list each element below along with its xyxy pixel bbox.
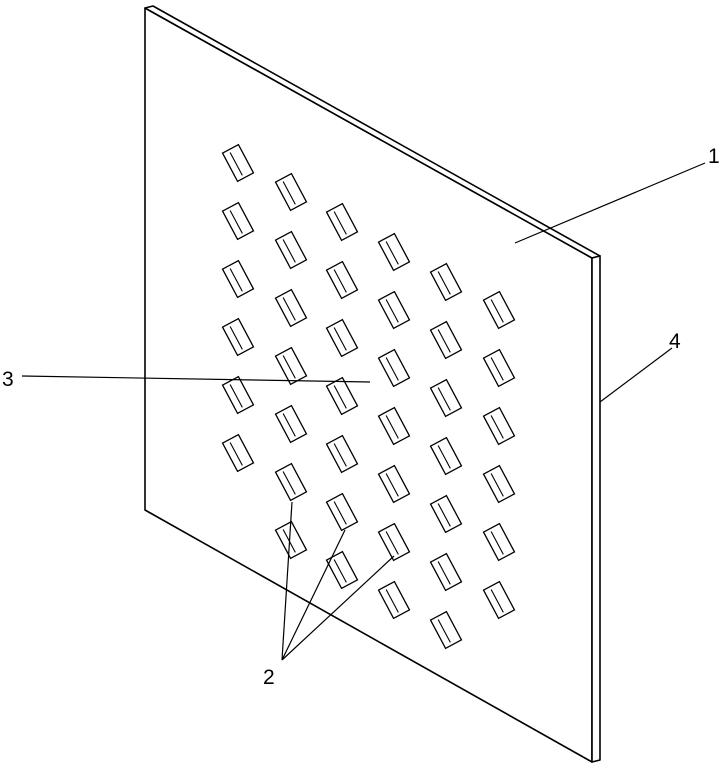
slot	[429, 320, 463, 360]
slot-groove	[333, 269, 347, 293]
slot-groove	[333, 443, 347, 467]
slot	[274, 462, 308, 502]
slot-groove	[229, 268, 243, 292]
label-edge: 4	[669, 330, 681, 353]
slot	[325, 550, 359, 590]
slot-groove	[385, 299, 399, 323]
slot	[221, 143, 255, 183]
slot	[274, 172, 308, 212]
slot-groove	[229, 152, 243, 176]
slot	[482, 464, 516, 504]
slot-groove	[385, 589, 399, 613]
slot	[377, 290, 411, 330]
slot	[274, 288, 308, 328]
slot-groove	[437, 271, 451, 295]
plate-side-edge	[591, 255, 601, 763]
slot	[377, 406, 411, 446]
slot-groove	[282, 239, 296, 263]
slot	[221, 259, 255, 299]
slot	[482, 406, 516, 446]
slot	[429, 552, 463, 592]
slot	[221, 201, 255, 241]
slot-groove	[437, 387, 451, 411]
slot	[377, 464, 411, 504]
leader-line-1	[514, 162, 706, 244]
slot-groove	[229, 326, 243, 350]
slot	[482, 522, 516, 562]
slot	[221, 375, 255, 415]
slot-groove	[333, 501, 347, 525]
slot	[274, 346, 308, 386]
label-surface: 3	[2, 368, 14, 391]
slot	[482, 348, 516, 388]
slot-groove	[437, 329, 451, 353]
slot-groove	[385, 357, 399, 381]
slot	[325, 260, 359, 300]
slot-groove	[437, 445, 451, 469]
slot	[274, 404, 308, 444]
slot-groove	[490, 415, 504, 439]
slot-groove	[282, 471, 296, 495]
leader-line-3	[21, 375, 371, 383]
slot-groove	[490, 473, 504, 497]
slot	[482, 290, 516, 330]
slot-groove	[437, 561, 451, 585]
slot	[429, 610, 463, 650]
slot-groove	[385, 241, 399, 265]
leader-line-2c	[281, 555, 395, 661]
slot-groove	[437, 619, 451, 643]
slot-groove	[385, 473, 399, 497]
slot-groove	[490, 531, 504, 555]
slot	[325, 492, 359, 532]
slot-groove	[282, 297, 296, 321]
slot-groove	[333, 211, 347, 235]
slot-groove	[229, 210, 243, 234]
slot-groove	[229, 442, 243, 466]
slot-groove	[490, 299, 504, 323]
slot-array	[221, 143, 516, 650]
slot-groove	[229, 384, 243, 408]
label-slots: 2	[263, 666, 275, 689]
slot-groove	[385, 531, 399, 555]
slot-groove	[282, 355, 296, 379]
slot	[377, 580, 411, 620]
slot	[377, 232, 411, 272]
slot-groove	[490, 589, 504, 613]
slot	[377, 522, 411, 562]
slot	[482, 580, 516, 620]
slot	[221, 317, 255, 357]
slot-groove	[385, 415, 399, 439]
slot	[274, 230, 308, 270]
slot-groove	[437, 503, 451, 527]
leader-line-2b	[281, 529, 346, 661]
leader-line-2a	[281, 501, 293, 661]
slot	[429, 262, 463, 302]
slot	[325, 202, 359, 242]
slot	[325, 318, 359, 358]
slot	[325, 434, 359, 474]
slot-groove	[490, 357, 504, 381]
leader-line-4	[599, 347, 673, 403]
slot	[429, 494, 463, 534]
slot-groove	[282, 181, 296, 205]
label-plate: 1	[708, 145, 720, 168]
slot-groove	[333, 385, 347, 409]
slot	[377, 348, 411, 388]
slot-groove	[282, 413, 296, 437]
slot	[221, 433, 255, 473]
plate-face	[144, 7, 593, 763]
slot	[429, 436, 463, 476]
slot-groove	[333, 327, 347, 351]
slot	[429, 378, 463, 418]
slot-groove	[333, 559, 347, 583]
